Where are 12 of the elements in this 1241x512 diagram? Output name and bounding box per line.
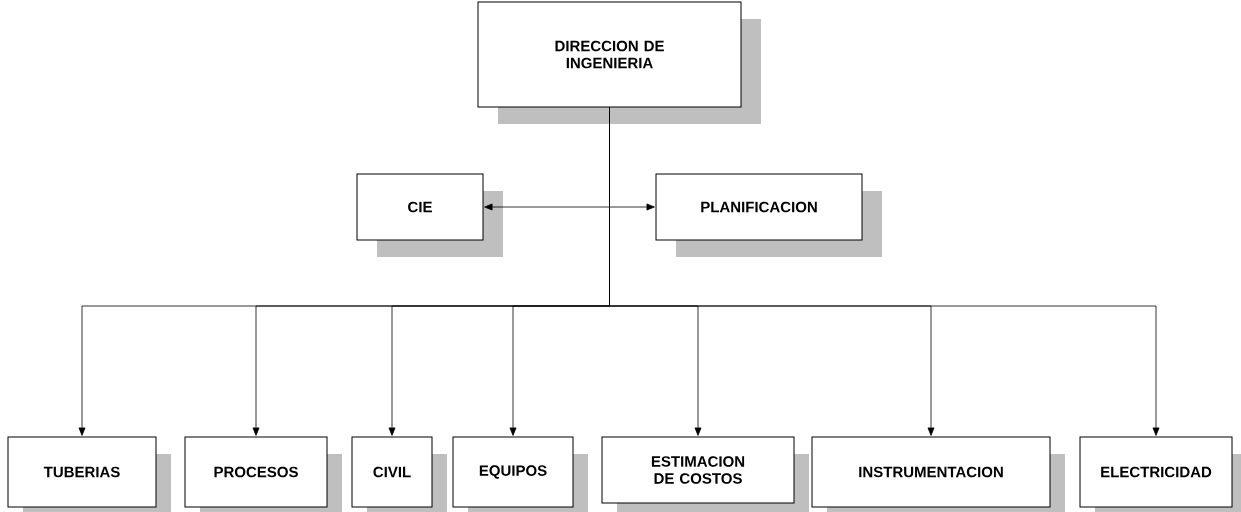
org-box: ELECTRICIDAD	[1079, 436, 1241, 512]
org-box: INSTRUMENTACION	[811, 436, 1065, 512]
org-box: CIVIL	[351, 436, 447, 512]
org-box: CIE	[356, 173, 503, 257]
org-box: DIRECCION DE INGENIERIA	[477, 1, 761, 124]
org-box: PLANIFICACION	[655, 173, 882, 257]
arrow	[609, 107, 1160, 436]
arrow	[484, 203, 655, 211]
org-box: PROCESOS	[184, 436, 342, 512]
org-box: ESTIMACION DE COSTOS	[601, 436, 809, 512]
org-box: TUBERIAS	[7, 436, 171, 512]
org-box: EQUIPOS	[452, 436, 588, 512]
